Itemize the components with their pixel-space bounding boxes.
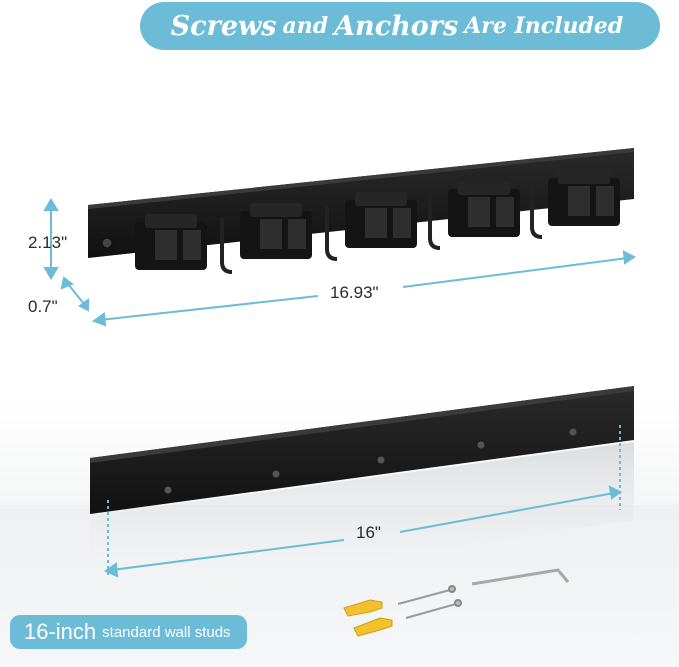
length-arrow: [91, 250, 636, 327]
depth-arrow: [60, 276, 89, 312]
headline-anchors: Anchors: [334, 10, 459, 42]
screw-2: [405, 599, 462, 619]
mount-hole-4: [477, 441, 485, 449]
length-label: 16.93": [330, 283, 379, 302]
headline-banner: Screws and Anchors Are Included: [140, 2, 660, 50]
rack-back-view: [90, 386, 634, 600]
hook-3: [428, 196, 441, 250]
stud-arrow: [103, 425, 622, 578]
anchor-1: [343, 599, 383, 617]
hook-4: [530, 185, 543, 239]
badge-standard-wall-studs: standard wall studs: [102, 623, 231, 641]
height-label: 2.13": [28, 233, 68, 252]
screw-1: [397, 585, 456, 605]
stud-spacing-label: 16": [356, 523, 381, 542]
clamp-2: [240, 203, 312, 259]
hook-1: [220, 218, 233, 274]
anchor-2: [353, 617, 393, 637]
mount-hole-1: [164, 486, 172, 494]
mount-hole-5: [569, 428, 577, 436]
hook-2: [325, 207, 338, 261]
wall-studs-badge: 16-inch standard wall studs: [10, 615, 247, 649]
depth-label: 0.7": [28, 297, 58, 316]
clamp-1: [135, 214, 207, 270]
headline-screws: Screws: [170, 10, 277, 42]
headline-and: and: [282, 13, 329, 39]
clamp-3: [345, 192, 417, 248]
headline-included: Are Included: [464, 13, 624, 39]
clamp-4: [448, 181, 520, 237]
allen-key: [471, 568, 570, 586]
badge-16-inch: 16-inch: [24, 619, 97, 644]
clamp-5: [548, 170, 620, 226]
mop-holder-rack: [88, 148, 634, 274]
mount-hole-3: [377, 456, 385, 464]
height-arrow: [43, 198, 59, 280]
mount-hole-2: [272, 470, 280, 478]
